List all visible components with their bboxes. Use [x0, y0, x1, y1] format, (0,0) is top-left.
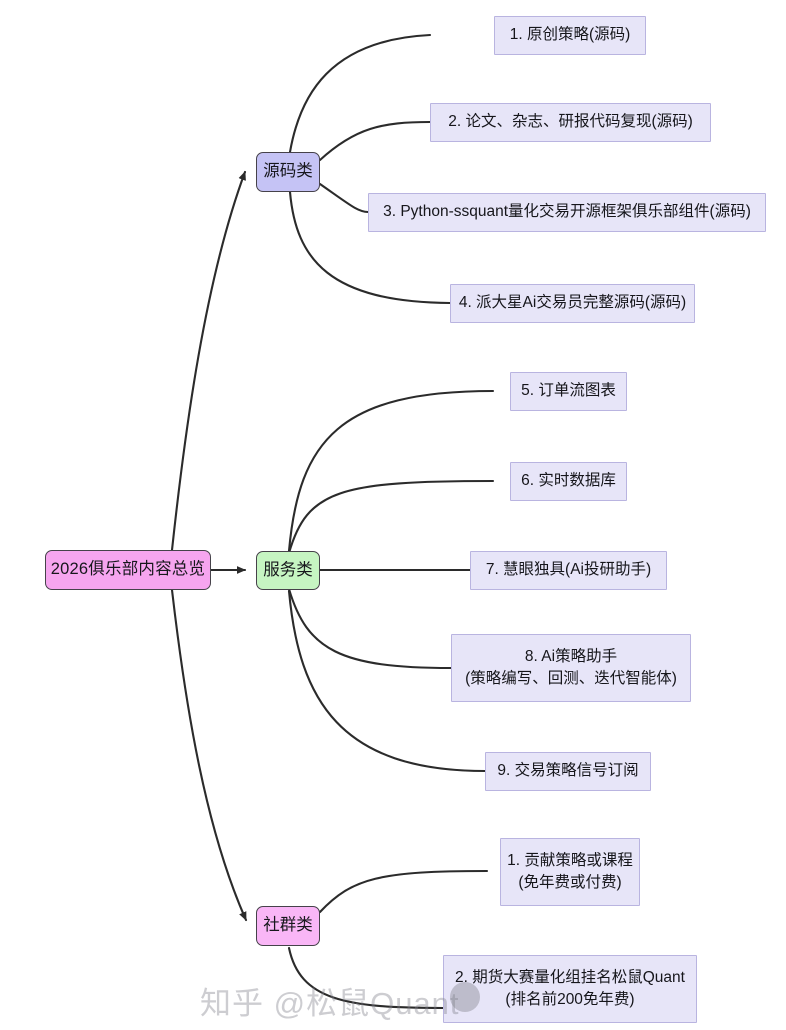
edge-root-to-community — [170, 588, 248, 922]
category-label-service: 服务类 — [263, 560, 313, 579]
category-node-service[interactable]: 服务类 — [256, 551, 320, 590]
leaf-label-src-1: 1. 原创策略(源码) — [509, 26, 631, 44]
root-node[interactable]: 2026俱乐部内容总览 — [45, 550, 211, 590]
root-label: 2026俱乐部内容总览 — [50, 560, 206, 579]
edge-service-8 — [287, 587, 453, 670]
leaf-label-src-3: 3. Python-ssquant量化交易开源框架俱乐部组件(源码) — [383, 203, 751, 221]
edge-community-1 — [318, 869, 489, 914]
leaf-node-com-2[interactable]: 2. 期货大赛量化组挂名松鼠Quant (排名前200免年费) — [443, 955, 697, 1023]
category-node-source[interactable]: 源码类 — [256, 152, 320, 192]
edge-source-2 — [318, 120, 432, 162]
leaf-node-svc-5[interactable]: 5. 订单流图表 — [510, 372, 627, 411]
leaf-node-src-1[interactable]: 1. 原创策略(源码) — [494, 16, 646, 55]
leaf-node-svc-6[interactable]: 6. 实时数据库 — [510, 462, 627, 501]
leaf-node-src-4[interactable]: 4. 派大星Ai交易员完整源码(源码) — [450, 284, 695, 323]
leaf-label-svc-8-line2: (策略编写、回测、迭代智能体) — [465, 670, 677, 687]
edge-service-5 — [287, 389, 495, 553]
leaf-label-svc-8-line1: 8. Ai策略助手 — [524, 647, 618, 665]
leaf-label-svc-6: 6. 实时数据库 — [521, 472, 616, 490]
edge-source-4 — [288, 190, 452, 305]
leaf-node-src-2[interactable]: 2. 论文、杂志、研报代码复现(源码) — [430, 103, 711, 142]
leaf-label-svc-7: 7. 慧眼独具(Ai投研助手) — [485, 561, 652, 579]
category-label-source: 源码类 — [263, 162, 313, 181]
edge-service-6 — [287, 479, 495, 555]
category-label-community: 社群类 — [263, 916, 313, 935]
leaf-node-svc-7[interactable]: 7. 慧眼独具(Ai投研助手) — [470, 551, 667, 590]
leaf-label-src-2: 2. 论文、杂志、研报代码复现(源码) — [448, 113, 693, 131]
category-node-community[interactable]: 社群类 — [256, 906, 320, 946]
leaf-node-svc-8[interactable]: 8. Ai策略助手 (策略编写、回测、迭代智能体) — [451, 634, 691, 702]
leaf-label-com-2-line2: (排名前200免年费) — [505, 991, 635, 1008]
leaf-label-com-2-line1: 2. 期货大赛量化组挂名松鼠Quant — [455, 968, 685, 986]
leaf-label-src-4: 4. 派大星Ai交易员完整源码(源码) — [458, 294, 687, 312]
leaf-label-svc-5: 5. 订单流图表 — [521, 382, 616, 400]
edge-community-2 — [287, 946, 445, 1010]
leaf-node-com-1[interactable]: 1. 贡献策略或课程 (免年费或付费) — [500, 838, 640, 906]
leaf-label-com-1-line1: 1. 贡献策略或课程 — [507, 851, 633, 869]
leaf-label-svc-9: 9. 交易策略信号订阅 — [497, 762, 639, 780]
edge-source-3 — [318, 182, 370, 214]
leaf-label-com-1-line2: (免年费或付费) — [518, 874, 622, 891]
leaf-node-src-3[interactable]: 3. Python-ssquant量化交易开源框架俱乐部组件(源码) — [368, 193, 766, 232]
edge-service-9 — [287, 589, 487, 773]
edge-source-1 — [288, 33, 432, 154]
leaf-node-svc-9[interactable]: 9. 交易策略信号订阅 — [485, 752, 651, 791]
edge-root-to-source — [170, 170, 247, 552]
